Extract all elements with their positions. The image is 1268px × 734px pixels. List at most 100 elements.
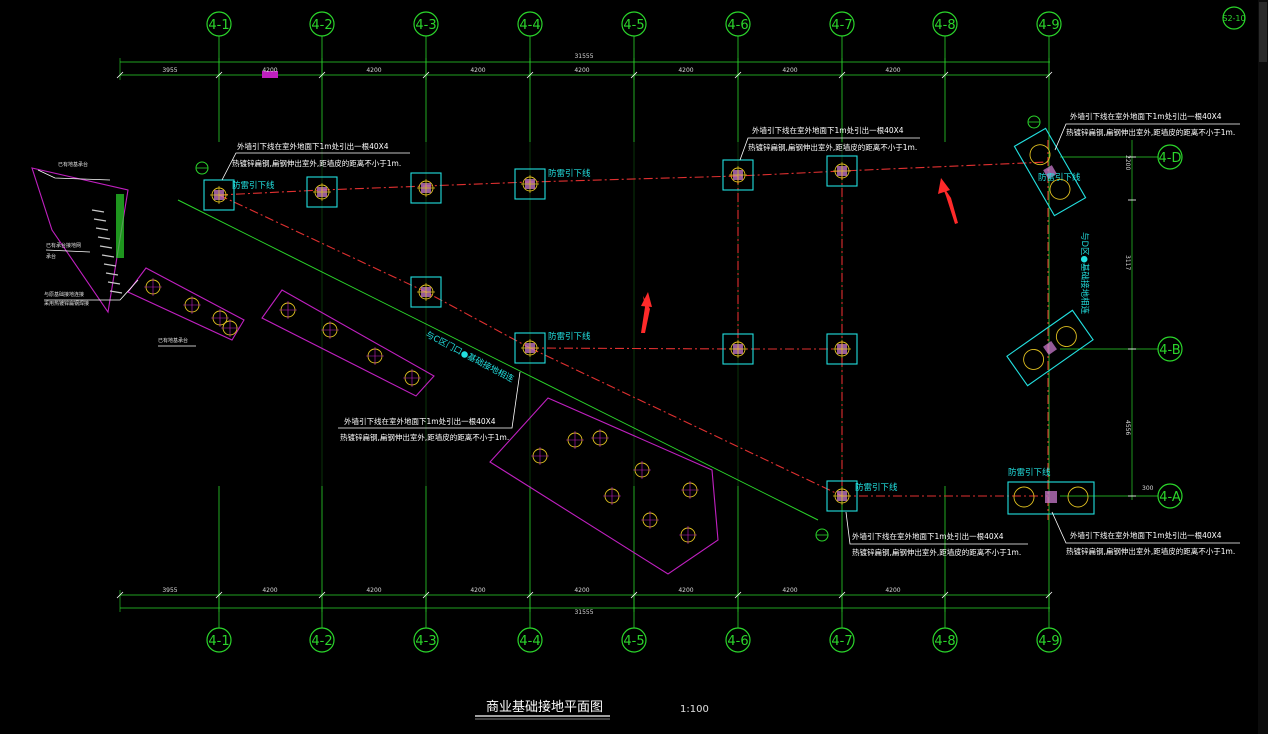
leader-top-mid <box>739 137 920 161</box>
column-box <box>1006 309 1094 387</box>
dimension-slash <box>215 591 223 599</box>
dimension-slash <box>1045 71 1053 79</box>
vertical-scrollbar-track[interactable] <box>1258 0 1268 734</box>
circle-axis-icon <box>1157 336 1183 362</box>
bottom-total-dimension: 31555 <box>574 609 593 616</box>
dimension-slash <box>1045 591 1053 599</box>
left-note-c: 承台 <box>46 253 56 260</box>
drawing-title-block: 商业基础接地平面图 1:100 <box>475 699 709 720</box>
right-dimension-4: 300 <box>1142 485 1154 492</box>
foundation-left-wedge <box>31 167 129 314</box>
axis-label-4-A: 4-A <box>1159 490 1181 505</box>
downlead-label-1: 防雷引下线 <box>232 180 275 191</box>
note-bottom-mid-2: 热镀锌扁钢,扁钢伸出室外,距墙皮的距离不小于1m. <box>852 547 1021 557</box>
column-box <box>722 159 754 191</box>
circle-axis-icon <box>932 627 958 653</box>
bottom-dimension-segment: 4200 <box>470 587 485 594</box>
circle-axis-icon <box>621 11 647 37</box>
red-arrow-icon <box>938 178 958 224</box>
note-top-mid-2: 热镀锌扁钢,扁钢伸出室外,距墙皮的距离不小于1m. <box>748 142 917 152</box>
vertical-scrollbar-thumb[interactable] <box>1259 2 1267 62</box>
column-box <box>1013 127 1087 217</box>
leader-left-b <box>45 249 91 253</box>
bottom-dimension-segment: 4200 <box>885 587 900 594</box>
dimension-slash <box>116 591 124 599</box>
leader-top-right <box>1054 123 1240 151</box>
diagonal-boundary-line <box>177 199 819 521</box>
column-core <box>1043 165 1057 179</box>
note-mid-left-2: 热镀锌扁钢,扁钢伸出室外,距墙皮的距离不小于1m. <box>340 432 509 442</box>
column-core <box>1045 491 1057 503</box>
circle-axis-icon <box>725 627 751 653</box>
column-group-4-9-D <box>1013 127 1087 217</box>
dimension-slash <box>526 591 534 599</box>
dimension-slash <box>838 591 846 599</box>
pile-cap-icon <box>1067 486 1089 508</box>
circle-axis-icon <box>517 627 543 653</box>
top-dimension-segment: 4200 <box>574 67 589 74</box>
dimension-slash <box>838 71 846 79</box>
column-box <box>514 332 546 364</box>
bottom-dimension-segment: 3955 <box>162 587 177 594</box>
left-note-b: 已有承台接地网 <box>46 242 81 249</box>
dimension-slash <box>941 591 949 599</box>
axis-label-4-6: 4-6 <box>727 634 748 649</box>
leader-mid-left <box>338 371 521 429</box>
circle-axis-icon <box>309 11 335 37</box>
axis-label-4-B: 4-B <box>1159 343 1180 358</box>
note-top-left-1: 外墙引下线在室外地面下1m处引出一根40X4 <box>237 141 389 151</box>
circle-axis-icon <box>829 627 855 653</box>
dimension-slash <box>630 591 638 599</box>
downlead-label-2: 防雷引下线 <box>548 168 591 179</box>
note-top-right-1: 外墙引下线在室外地面下1m处引出一根40X4 <box>1070 111 1222 121</box>
grounding-connect-right-label: 与D区●基础接地相连 <box>1079 232 1090 314</box>
circle-axis-icon <box>413 11 439 37</box>
note-bottom-right-1: 外墙引下线在室外地面下1m处引出一根40X4 <box>1070 530 1222 540</box>
foundation-lower-group <box>489 397 719 575</box>
bottom-dimension-segment: 4200 <box>678 587 693 594</box>
dimension-slash <box>318 71 326 79</box>
dimension-slash <box>630 71 638 79</box>
axis-label-4-7: 4-7 <box>831 634 852 649</box>
dimension-slash <box>734 71 742 79</box>
downlead-label-6: 防雷引下线 <box>1008 467 1051 478</box>
circle-axis-icon <box>621 627 647 653</box>
circle-axis-icon <box>1157 483 1183 509</box>
top-dimension-segment: 4200 <box>885 67 900 74</box>
note-mid-left-1: 外墙引下线在室外地面下1m处引出一根40X4 <box>344 416 496 426</box>
circle-axis-icon <box>413 627 439 653</box>
circle-axis-icon <box>206 11 232 37</box>
foundation-outlines <box>31 167 719 575</box>
dimension-slash <box>116 71 124 79</box>
circle-axis-icon <box>1036 11 1062 37</box>
note-top-right-2: 热镀锌扁钢,扁钢伸出室外,距墙皮的距离不小于1m. <box>1066 127 1235 137</box>
right-dimension-3: 4556 <box>1124 420 1131 435</box>
axis-label-4-4: 4-4 <box>519 634 540 649</box>
circle-axis-icon <box>206 627 232 653</box>
wedge-hatch <box>109 290 123 294</box>
sheet-label: S2-10 <box>1222 6 1246 30</box>
top-dimension-segment: 4200 <box>262 67 277 74</box>
dimension-slash <box>422 591 430 599</box>
pile-cap-icon <box>1029 144 1051 166</box>
top-dimension-segment: 4200 <box>366 67 381 74</box>
red-arrow-icon <box>641 292 652 333</box>
axis-label-4-9: 4-9 <box>1038 634 1059 649</box>
top-total-dimension: 31555 <box>574 53 593 60</box>
axis-label-4-8: 4-8 <box>934 18 955 33</box>
wedge-hatch <box>107 281 121 285</box>
pile-cap-icon <box>1049 178 1071 200</box>
drawing-scale: 1:100 <box>680 704 709 715</box>
column-box <box>826 155 858 187</box>
column-box <box>410 172 442 204</box>
column-box <box>514 168 546 200</box>
column-boxes <box>203 127 1095 515</box>
top-dimension-segment: 3955 <box>162 67 177 74</box>
left-note-d: 与原基础接地连接 <box>44 291 84 298</box>
note-bottom-right-2: 热镀锌扁钢,扁钢伸出室外,距墙皮的距离不小于1m. <box>1066 546 1235 556</box>
column-box <box>410 276 442 308</box>
dimension-slash <box>318 591 326 599</box>
note-bottom-mid-1: 外墙引下线在室外地面下1m处引出一根40X4 <box>852 531 1004 541</box>
